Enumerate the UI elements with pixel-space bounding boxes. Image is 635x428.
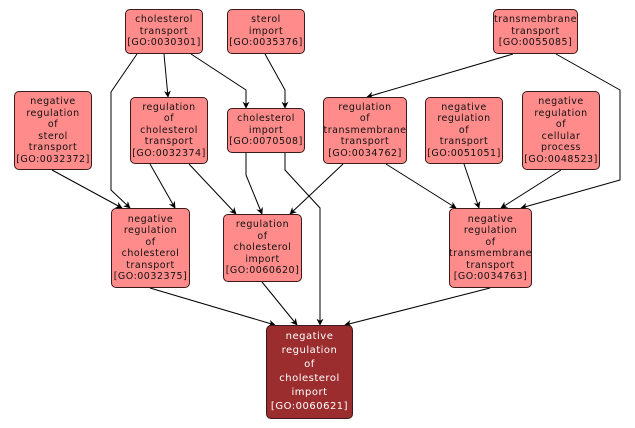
go-term-label-line: regulation	[463, 225, 518, 236]
go-term-label-line: of	[458, 124, 470, 136]
go-term-label-line: cholesterol	[135, 14, 193, 26]
go-term-label-line: negative	[30, 96, 76, 107]
go-term-id: [GO:0051051]	[427, 147, 501, 159]
edge-GO0051051-to-GO0034763	[463, 163, 481, 209]
go-term-id: [GO:0060621]	[270, 401, 349, 412]
go-term-id: [GO:0060620]	[225, 265, 300, 277]
go-term-id: [GO:0032374]	[132, 147, 206, 159]
go-term-id: [GO:0035376]	[229, 37, 303, 49]
go-term-label-line: regulation	[338, 101, 392, 113]
edge-GO0030301-to-GO0070508	[190, 53, 250, 109]
edge-GO0048523-to-GO0034763	[500, 169, 562, 209]
go-term-label-line: transport	[439, 136, 489, 148]
go-term-label-line: regulation	[123, 225, 178, 236]
go-term-id: [GO:0032375]	[113, 271, 188, 282]
edge-GO0070508-to-GO0060621	[284, 153, 324, 326]
edge-GO0070508-to-GO0060620	[245, 153, 263, 215]
edge-GO0034763-to-GO0060621	[344, 287, 491, 327]
go-term-label-line: regulation	[281, 345, 338, 356]
go-term-id: [GO:0032372]	[16, 153, 90, 165]
go-term-label-line: negative	[467, 213, 514, 225]
go-term-id: [GO:0055085]	[498, 37, 573, 49]
go-term-label-line: of	[485, 236, 496, 248]
go-term-label-line: transport	[511, 25, 560, 37]
go-term-label-line: sterol	[38, 130, 68, 142]
go-term-label-line: transport	[28, 142, 78, 153]
go-term-label-line: of	[304, 359, 315, 370]
go-term-label-line: regulation	[142, 101, 196, 113]
edge-GO0035376-to-GO0070508	[264, 53, 289, 109]
go-term-label-line: transport	[139, 25, 189, 37]
go-term-id: [GO:0034762]	[328, 147, 402, 159]
go-term-label-line: transport	[126, 259, 175, 271]
edge-GO0030301-to-GO0032374	[163, 53, 171, 98]
go-term-label-line: sterol	[251, 14, 281, 26]
go-term-label-line: of	[145, 236, 156, 248]
edge-GO0034762-to-GO0060620	[289, 163, 344, 215]
edge-GO0055085-to-GO0034763	[520, 53, 621, 210]
go-term-label-line: regulation	[534, 107, 588, 119]
go-term-label-line: negative	[285, 331, 334, 342]
go-term-label-line: import	[248, 25, 284, 37]
edge-GO0055085-to-GO0034762	[366, 53, 514, 99]
go-term-label-line: cholesterol	[140, 124, 198, 136]
go-term-label-line: regulation	[26, 107, 80, 119]
go-term-label-line: transmembrane	[494, 14, 577, 26]
go-term-label-line: cholesterol	[279, 373, 340, 384]
edge-GO0032374-to-GO0032375	[149, 163, 176, 209]
go-term-label-line: negative	[441, 101, 487, 113]
go-term-label-line: regulation	[235, 219, 290, 231]
go-term-label-line: negative	[127, 213, 174, 225]
go-term-label-line: transport	[144, 136, 194, 148]
go-term-label-line: cholesterol	[233, 242, 292, 254]
go-term-label-line: import	[248, 124, 284, 136]
go-term-label-line: negative	[538, 96, 584, 107]
go-term-id: [GO:0070508]	[229, 136, 303, 148]
go-term-id: [GO:0048523]	[524, 153, 598, 165]
go-term-label-line: transmembrane	[449, 248, 532, 259]
edge-GO0032372-to-GO0032375	[51, 169, 123, 209]
go-term-label-line: of	[47, 119, 59, 130]
go-term-id: [GO:0034763]	[453, 271, 528, 282]
go-term-label-line: transport	[340, 136, 390, 148]
go-term-label-line: cholesterol	[121, 248, 180, 259]
go-term-label-line: cholesterol	[237, 113, 295, 125]
edge-GO0032375-to-GO0060621	[149, 287, 276, 327]
edge-GO0030301-to-GO0032375	[110, 53, 138, 209]
go-term-id: [GO:0030301]	[127, 37, 201, 49]
go-term-label-line: import	[291, 387, 328, 398]
go-term-label-line: process	[540, 142, 581, 153]
edge-GO0032374-to-GO0060620	[188, 163, 237, 215]
go-term-label-line: transport	[466, 259, 515, 271]
edge-GO0034762-to-GO0034763	[385, 163, 457, 209]
target-node-GO0060621[interactable]: negative regulation of cholesterol import [GO…	[266, 325, 353, 419]
go-term-label-line: regulation	[437, 113, 491, 125]
go-term-label-line: of	[257, 230, 268, 242]
go-term-label-line: of	[359, 113, 371, 125]
go-term-label-line: of	[555, 119, 567, 130]
go-term-label-line: cellular	[541, 130, 581, 142]
go-term-label-line: transmembrane	[323, 124, 407, 136]
edge-GO0060620-to-GO0060621	[261, 281, 298, 326]
go-term-label-line: import	[245, 253, 280, 265]
go-term-label-line: of	[163, 113, 175, 125]
